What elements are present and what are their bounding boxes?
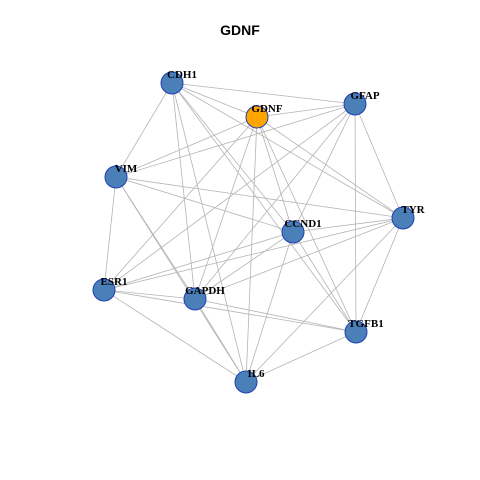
edge-ccnd1-gapdh <box>194 231 294 300</box>
edge-gdnf-vim <box>115 116 258 178</box>
edge-gfap-ccnd1 <box>292 103 356 233</box>
edge-gdnf-tyr <box>256 116 404 219</box>
edge-cdh1-tyr <box>171 82 404 219</box>
edge-vim-il6 <box>115 176 247 383</box>
edge-gapdh-il6 <box>194 298 247 383</box>
edge-vim-ccnd1 <box>115 176 294 233</box>
edge-cdh1-gfap <box>171 82 356 105</box>
edge-ccnd1-tgfb1 <box>292 231 357 333</box>
node-label-vim: VIM <box>115 163 138 175</box>
node-tgfb1 <box>344 320 368 344</box>
edge-cdh1-tgfb1 <box>171 82 357 333</box>
edge-gdnf-esr1 <box>103 116 258 291</box>
node-gdnf <box>245 105 269 129</box>
edge-esr1-gapdh <box>103 289 196 300</box>
node-label-tyr: TYR <box>401 204 425 216</box>
node-label-gapdh: GAPDH <box>185 285 225 297</box>
node-gapdh <box>183 287 207 311</box>
edge-esr1-il6 <box>103 289 247 383</box>
node-il6 <box>234 370 258 394</box>
node-label-il6: IL6 <box>247 368 265 380</box>
edge-tgfb1-il6 <box>245 331 357 383</box>
node-label-tgfb1: TGFB1 <box>348 318 383 330</box>
figure-title: GDNF <box>220 22 260 38</box>
edge-gfap-vim <box>115 103 356 178</box>
edge-gfap-tyr <box>354 103 404 219</box>
node-label-gdnf: GDNF <box>251 103 282 115</box>
node-tyr <box>391 206 415 230</box>
edge-tyr-il6 <box>245 217 404 383</box>
edge-vim-tyr <box>115 176 404 219</box>
edge-cdh1-ccnd1 <box>171 82 294 233</box>
edge-cdh1-gdnf <box>171 82 258 118</box>
edge-gfap-gapdh <box>194 103 356 300</box>
edge-ccnd1-il6 <box>245 231 294 383</box>
edge-gdnf-gapdh <box>194 116 258 300</box>
edge-layer <box>103 82 404 383</box>
edge-cdh1-vim <box>115 82 173 178</box>
edge-gdnf-tgfb1 <box>256 116 357 333</box>
node-gfap <box>343 92 367 116</box>
edge-tyr-ccnd1 <box>292 217 404 233</box>
node-label-ccnd1: CCND1 <box>284 218 321 230</box>
edge-gdnf-il6 <box>245 116 258 383</box>
edge-vim-esr1 <box>103 176 117 291</box>
edge-tyr-gapdh <box>194 217 404 300</box>
edge-cdh1-il6 <box>171 82 247 383</box>
node-cdh1 <box>160 71 184 95</box>
edge-tyr-esr1 <box>103 217 404 291</box>
edge-gdnf-ccnd1 <box>256 116 294 233</box>
edge-ccnd1-esr1 <box>103 231 294 291</box>
edge-esr1-tgfb1 <box>103 289 357 333</box>
node-layer <box>92 71 415 394</box>
edge-gfap-esr1 <box>103 103 356 291</box>
node-esr1 <box>92 278 116 302</box>
node-ccnd1 <box>281 220 305 244</box>
node-vim <box>104 165 128 189</box>
edge-tyr-tgfb1 <box>355 217 404 333</box>
edge-gfap-tgfb1 <box>354 103 357 333</box>
edge-gapdh-tgfb1 <box>194 298 357 333</box>
node-label-gfap: GFAP <box>350 90 379 102</box>
node-label-cdh1: CDH1 <box>167 69 197 81</box>
node-label-esr1: ESR1 <box>101 276 128 288</box>
edge-gdnf-gfap <box>256 103 356 118</box>
